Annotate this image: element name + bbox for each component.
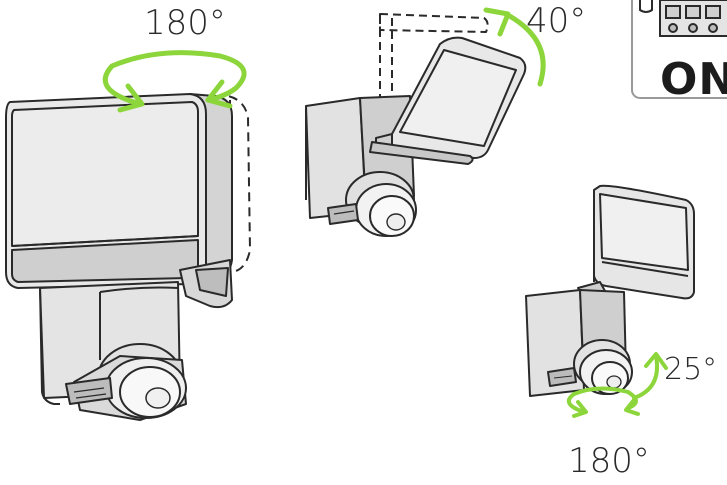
rotation-label-top: 180° bbox=[144, 3, 226, 43]
rotation-label-bottom: 180° bbox=[568, 441, 650, 481]
floodlight-tilted bbox=[305, 13, 527, 237]
rotate-arrow-bottom-icon bbox=[566, 386, 640, 418]
tilt-label-sensor: 25° bbox=[664, 352, 718, 387]
switch-inset bbox=[631, 0, 727, 99]
floodlight-small bbox=[525, 184, 695, 397]
floodlight-large bbox=[5, 93, 251, 421]
switch-state-label: ON bbox=[660, 54, 727, 105]
rotate-arrow-top-icon bbox=[102, 50, 247, 113]
tilt-arrow-head-icon bbox=[483, 7, 546, 87]
tilt-label-head: 40° bbox=[526, 1, 587, 41]
tilt-arrow-sensor-icon bbox=[632, 352, 668, 400]
